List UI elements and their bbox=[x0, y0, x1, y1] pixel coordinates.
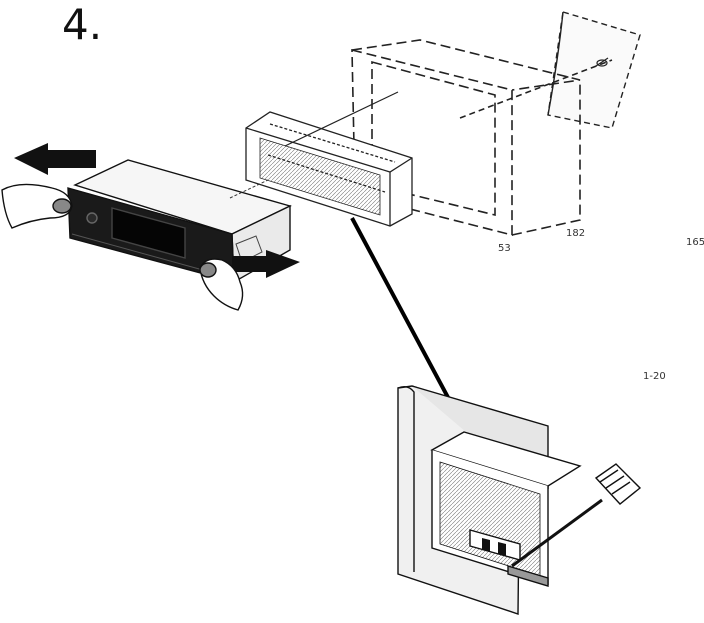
dimension-height: 53 bbox=[498, 243, 511, 254]
dimension-width: 182 bbox=[566, 228, 586, 239]
hand-icon bbox=[1, 183, 73, 229]
dimension-angle: 1-20 bbox=[643, 371, 666, 382]
dashboard-frame-illustration bbox=[351, 39, 613, 237]
detail-view bbox=[397, 385, 582, 615]
hand-icon bbox=[199, 258, 244, 311]
frame-screw bbox=[595, 57, 609, 67]
screwdriver-icon bbox=[511, 463, 642, 568]
step-number: 4. bbox=[62, 0, 103, 49]
push-arrow-icon bbox=[14, 143, 96, 175]
dashboard-panel bbox=[547, 11, 641, 129]
mounting-sleeve-illustration bbox=[245, 91, 413, 227]
pull-arrow-icon bbox=[232, 250, 300, 278]
dimension-depth: 165 bbox=[686, 237, 704, 248]
